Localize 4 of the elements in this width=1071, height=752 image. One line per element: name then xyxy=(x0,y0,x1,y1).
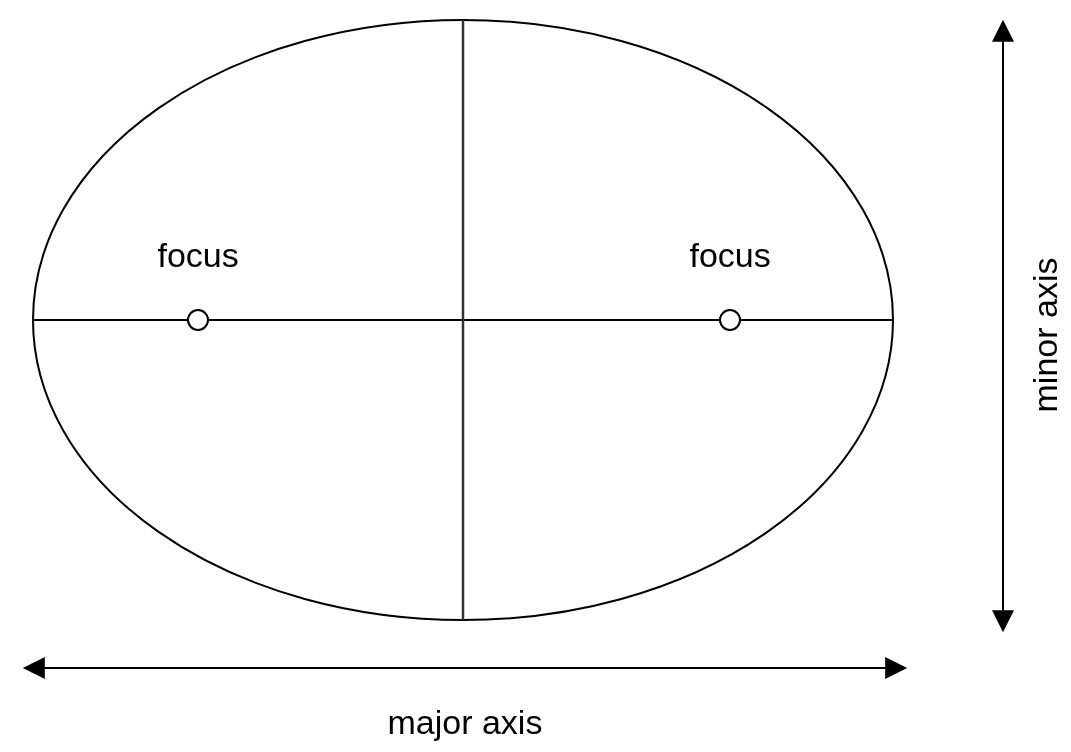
focus-label: focus xyxy=(689,238,771,272)
axis-label: minor axis xyxy=(1027,257,1062,413)
focus-label: focus xyxy=(157,238,239,272)
axis-label: major axis xyxy=(387,705,543,739)
